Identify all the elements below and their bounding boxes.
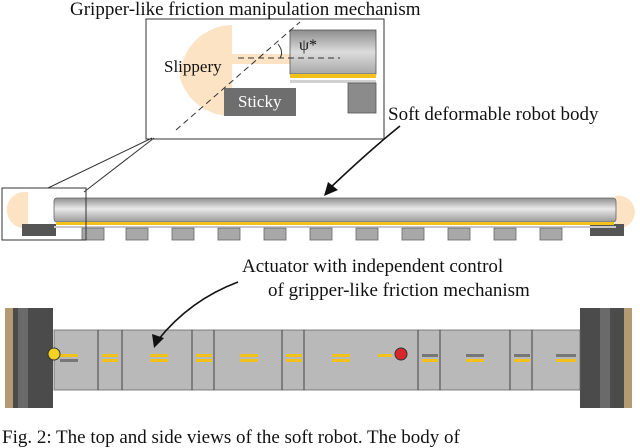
soft-body-label: Soft deformable robot body	[388, 104, 599, 125]
slippery-label: Slippery	[164, 57, 222, 76]
side-left-cap	[6, 191, 29, 228]
side-teeth	[81, 227, 563, 241]
top-body	[53, 329, 581, 391]
sticky-pad	[224, 88, 296, 116]
angle-psi-label: ψ*	[299, 37, 318, 54]
slippery-cap	[180, 25, 232, 78]
side-right-cap	[615, 195, 635, 228]
side-body-tube	[53, 197, 617, 223]
yellow-marker	[47, 347, 61, 361]
side-view	[1, 187, 635, 241]
angle-line-1	[175, 21, 301, 131]
red-marker	[394, 347, 408, 361]
friction-strips	[60, 354, 576, 362]
actuator-label-line1: Actuator with independent control	[242, 256, 504, 277]
actuator-arrow	[157, 281, 239, 341]
soft-body-arrow	[329, 125, 401, 189]
inset-body-tube	[289, 29, 377, 75]
top-view	[5, 308, 632, 408]
zoom-box	[1, 187, 87, 241]
slippery-pad	[232, 30, 292, 54]
gripper-inset	[145, 18, 385, 140]
figure-caption: Fig. 2: The top and side views of the so…	[2, 427, 460, 448]
sticky-label: Sticky	[238, 92, 282, 111]
actuator-label-line2: of gripper-like friction mechanism	[268, 280, 530, 301]
figure-title: Gripper-like friction manipulation mecha…	[70, 0, 421, 20]
